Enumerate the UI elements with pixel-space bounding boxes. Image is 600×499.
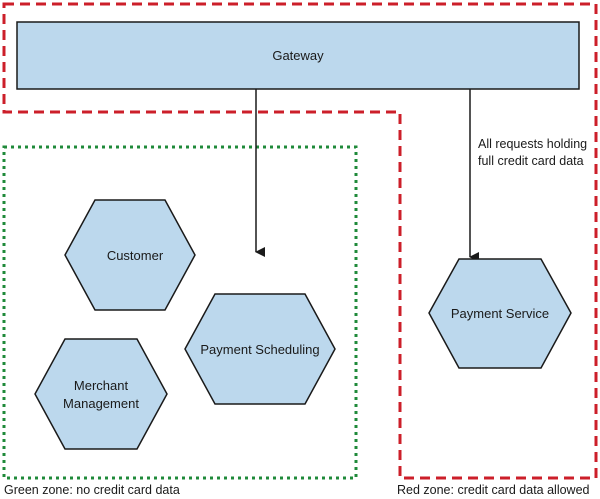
- payment-scheduling-hexagon: [184, 293, 336, 405]
- payment-service-label: Payment Service: [451, 306, 549, 321]
- green-zone-border: [2, 145, 358, 480]
- gateway-label: Gateway: [272, 48, 324, 63]
- gateway-node: Gateway: [16, 21, 580, 90]
- green-zone-label: Green zone: no credit card data: [4, 483, 180, 497]
- customer-label: Customer: [107, 248, 164, 263]
- merchant-management-hexagon: [34, 338, 168, 450]
- payment-service-node: Payment Service: [428, 258, 572, 369]
- red-zone-border: [2, 2, 598, 480]
- payment-scheduling-label: Payment Scheduling: [200, 342, 319, 357]
- merchant-management-label-line-1: Merchant: [74, 378, 129, 393]
- payment-scheduling-node: Payment Scheduling: [184, 293, 336, 405]
- arrow-note-line-1: All requests holding: [478, 137, 587, 151]
- payment-service-hexagon: [428, 258, 572, 369]
- gateway-box: [16, 21, 580, 90]
- red-zone-label: Red zone: credit card data allowed: [397, 483, 590, 497]
- merchant-management-node: Merchant Management: [34, 338, 168, 450]
- customer-node: Customer: [64, 199, 196, 311]
- merchant-management-label-line-2: Management: [63, 396, 139, 411]
- customer-hexagon: [64, 199, 196, 311]
- arrow-note-line-2: full credit card data: [478, 154, 584, 168]
